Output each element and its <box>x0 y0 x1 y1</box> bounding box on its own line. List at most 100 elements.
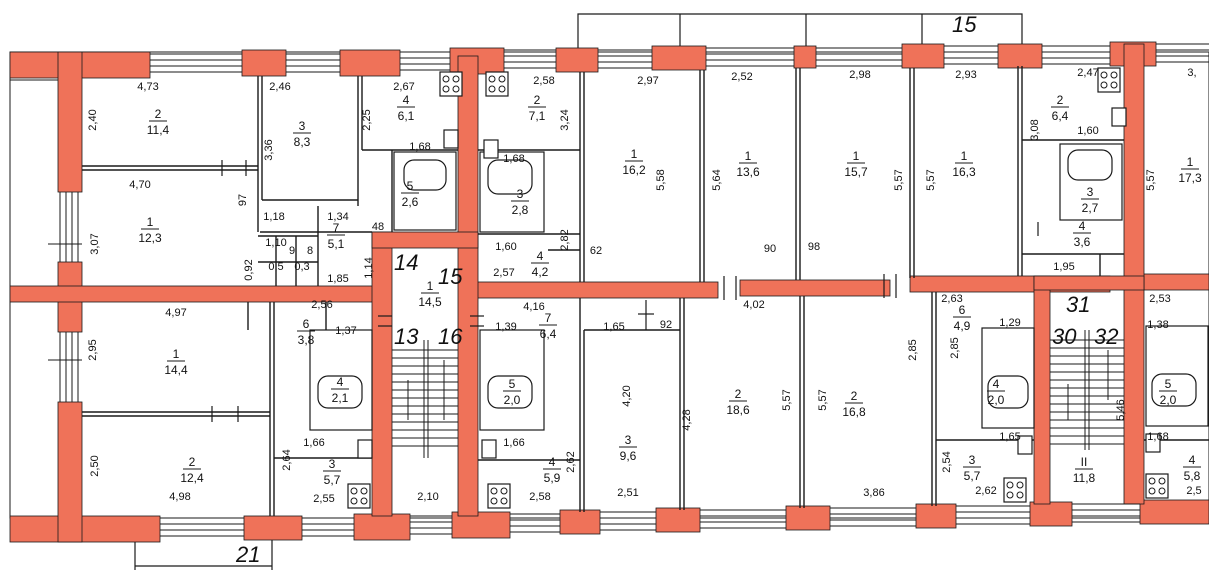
room-number: 4 <box>1189 453 1196 467</box>
room-number: 1 <box>853 149 860 163</box>
room-label: 52,0 <box>1159 377 1177 407</box>
room-label: 52,0 <box>503 377 521 407</box>
dimension-label: 1,10 <box>265 237 286 249</box>
room-area: 11,8 <box>1073 471 1096 485</box>
dimension-label: 5,64 <box>711 169 723 190</box>
dimension-label: 4,16 <box>523 301 544 313</box>
room-label: 27,1 <box>528 93 546 123</box>
dimension-label: 2,62 <box>975 485 996 497</box>
room-label: 38,3 <box>293 119 311 149</box>
dimension-label: 2,85 <box>949 337 961 358</box>
room-area: 4,9 <box>954 319 971 333</box>
room-label: 114,5 <box>418 279 442 309</box>
stair-number: 14 <box>394 250 418 275</box>
room-area: 3,6 <box>1074 235 1091 249</box>
room-area: 12,3 <box>138 231 162 245</box>
dimension-label: 2,25 <box>361 109 373 130</box>
dimension-label: 1,68 <box>409 141 430 153</box>
room-area: 16,3 <box>952 165 976 179</box>
room-number: 6 <box>959 303 966 317</box>
room-label: 45,8 <box>1183 453 1201 483</box>
room-label: 115,7 <box>844 149 868 179</box>
dimension-label: 1,68 <box>503 153 524 165</box>
room-area: 15,7 <box>844 165 868 179</box>
dimension-label: 2,56 <box>311 299 332 311</box>
room-number: 3 <box>969 453 976 467</box>
dimension-label: 1,66 <box>503 437 524 449</box>
dimension-label: 2,85 <box>907 339 919 360</box>
section-numbers: 15 21 14 15 13 16 31 30 32 <box>235 12 1118 567</box>
room-area: 14,4 <box>164 363 188 377</box>
room-area: 7,1 <box>529 109 546 123</box>
room-area: 18,6 <box>726 403 750 417</box>
stairs-right <box>1050 330 1124 450</box>
room-label: 212,4 <box>180 455 204 485</box>
room-label: 26,4 <box>1051 93 1069 123</box>
room-label: 35,7 <box>963 453 981 483</box>
room-number: 4 <box>537 249 544 263</box>
dimension-label: 2,46 <box>269 81 290 93</box>
room-label: 113,6 <box>736 149 760 179</box>
dimension-label: 1,65 <box>999 431 1020 443</box>
dimension-label: 48 <box>372 221 384 233</box>
dimension-label: 2,82 <box>559 229 571 250</box>
room-number: 1 <box>631 147 638 161</box>
room-area: 2,6 <box>402 195 419 209</box>
room-area: 6,4 <box>540 327 557 341</box>
balcony-outlines <box>134 13 1023 570</box>
room-number: 6 <box>303 317 310 331</box>
room-label: 52,6 <box>401 179 419 209</box>
room-label: 114,4 <box>164 347 188 377</box>
dimension-label: 9 <box>289 245 295 257</box>
room-number: 7 <box>333 221 340 235</box>
section-number-bottom: 21 <box>235 542 260 567</box>
dimension-label: 2,64 <box>281 449 293 470</box>
dimension-label: 1,65 <box>603 321 624 333</box>
room-label: 75,1 <box>327 221 345 251</box>
dimension-label: 0,92 <box>243 259 255 280</box>
dimension-label: 5,46 <box>1115 399 1127 420</box>
room-label: 117,3 <box>1178 155 1202 185</box>
room-label: 43,6 <box>1073 219 1091 249</box>
dimension-label: 98 <box>808 241 820 253</box>
dimension-label: 3,07 <box>89 233 101 254</box>
room-area: 5,7 <box>964 469 981 483</box>
room-number: 5 <box>1165 377 1172 391</box>
dimension-label: 3, <box>1187 67 1196 79</box>
room-label: 42,0 <box>987 377 1005 407</box>
dimension-label: 2,47 <box>1077 67 1098 79</box>
dimension-label: 1,85 <box>327 273 348 285</box>
room-area: 13,6 <box>736 165 760 179</box>
room-label: 116,2 <box>622 147 646 177</box>
room-number: 2 <box>1057 93 1064 107</box>
door-marks <box>211 160 1039 422</box>
room-label: II 11,8 <box>1073 455 1096 485</box>
room-number: 4 <box>549 455 556 469</box>
dimension-label: 2,51 <box>617 487 638 499</box>
stair-number: 30 <box>1052 324 1077 349</box>
section-number-top: 15 <box>952 12 977 37</box>
room-number: 1 <box>147 215 154 229</box>
dimension-label: 2,63 <box>941 293 962 305</box>
room-number: 1 <box>1187 155 1194 169</box>
room-number: 3 <box>299 119 306 133</box>
dimension-label: 4,98 <box>169 491 190 503</box>
dimension-label: 5,58 <box>655 169 667 190</box>
dimension-label: 2,62 <box>565 451 577 472</box>
windows <box>48 43 1209 537</box>
room-label: 112,3 <box>138 215 162 245</box>
dimension-label: 2,5 <box>1186 485 1201 497</box>
dimension-label: 3,08 <box>1029 119 1041 140</box>
room-number: II <box>1081 455 1088 469</box>
room-number: 1 <box>173 347 180 361</box>
dimension-label: 5,57 <box>893 169 905 190</box>
dimension-label: 2,50 <box>89 455 101 476</box>
dimension-label: 97 <box>237 194 249 206</box>
room-number: 5 <box>509 377 516 391</box>
dimension-label: 62 <box>590 245 602 257</box>
room-area: 8,3 <box>294 135 311 149</box>
dimension-label: 2,58 <box>529 491 550 503</box>
room-area: 11,4 <box>147 123 170 137</box>
room-number: 4 <box>1079 219 1086 233</box>
